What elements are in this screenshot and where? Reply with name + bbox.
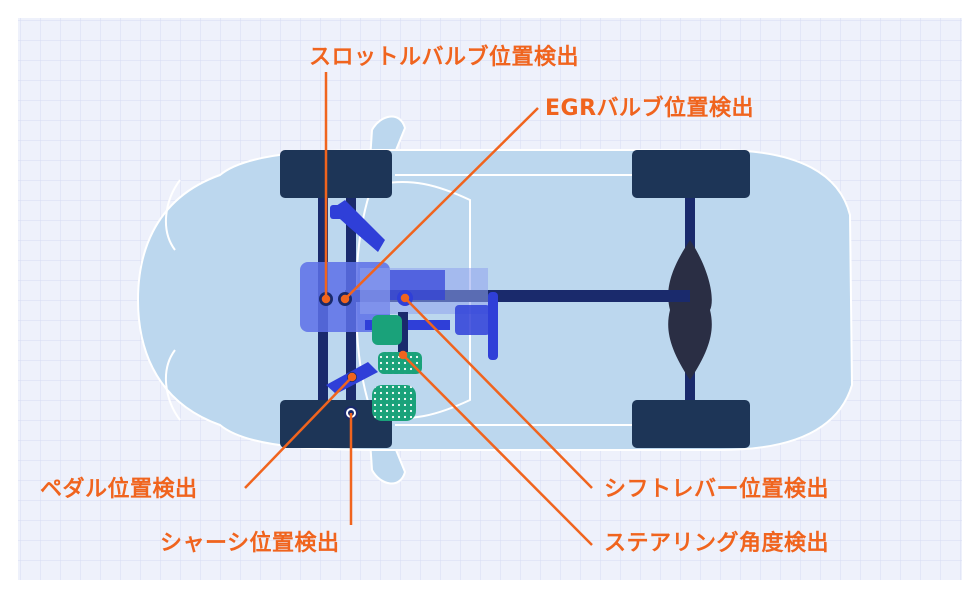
steering-link [398, 312, 408, 362]
pedal-green-3-texture [372, 385, 416, 421]
label-throttle-valve: スロットルバルブ位置検出 [309, 45, 580, 70]
tire-front-left [280, 150, 392, 198]
rear-differential [668, 240, 712, 380]
pedal-callout-dot [347, 372, 357, 382]
egr-callout-line [344, 107, 539, 300]
steering-callout-dot [398, 350, 408, 360]
label-chassis: シャーシ位置検出 [160, 531, 340, 556]
throttle-pivot [330, 205, 344, 219]
shift-lever [488, 292, 498, 360]
shift-callout-dot [400, 293, 410, 303]
door-lines [395, 174, 640, 426]
tire-rear-right [632, 400, 750, 448]
label-steering: ステアリング角度検出 [604, 531, 830, 556]
callout-lines [244, 72, 593, 546]
label-egr-valve: EGRバルブ位置検出 [545, 96, 755, 121]
label-shift-lever: シフトレバー位置検出 [604, 477, 830, 502]
shift-callout-line [404, 297, 593, 489]
pedal-callout-line [244, 376, 353, 489]
egr-callout-dot [340, 294, 350, 304]
headlight-lines [164, 179, 181, 421]
tire-front-right [280, 400, 392, 448]
steering-callout-line [402, 354, 593, 546]
pedal-green-1 [372, 315, 402, 345]
tire-rear-left [632, 150, 750, 198]
throttle-callout-dot [321, 294, 331, 304]
shift-unit [455, 305, 490, 335]
pedal-green-2-texture [378, 352, 422, 374]
label-pedal: ペダル位置検出 [40, 477, 198, 502]
